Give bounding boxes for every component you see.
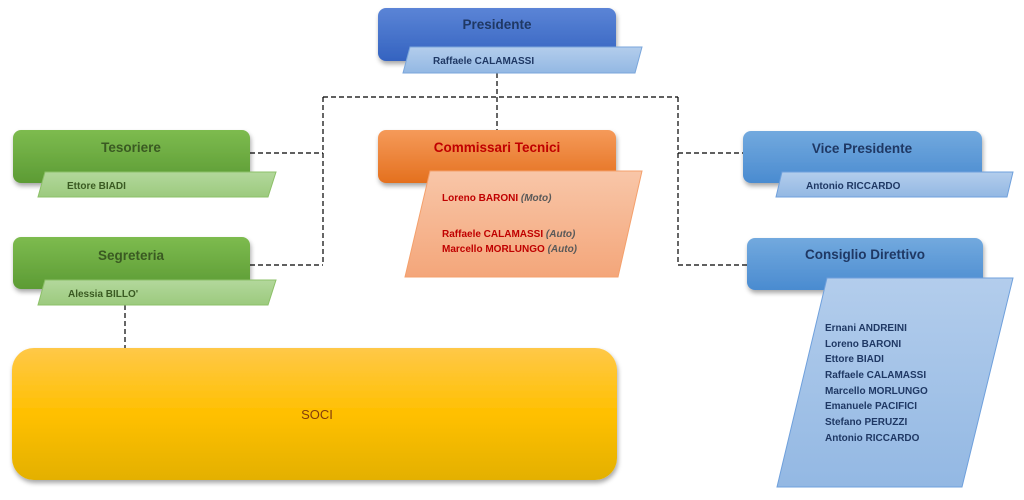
node-president: Presidente Raffaele CALAMASSI xyxy=(378,8,643,74)
vice-president-name: Antonio RICCARDO xyxy=(806,181,901,192)
commissioner-category: (Auto) xyxy=(548,244,578,255)
commissioner-category: (Moto) xyxy=(521,193,552,204)
board-member: Ernani ANDREINI xyxy=(825,323,907,334)
treasurer-name-label xyxy=(37,171,277,198)
node-secretariat: Segreteria Alessia BILLO' xyxy=(13,237,277,306)
secretariat-name-label xyxy=(37,279,277,306)
president-name: Raffaele CALAMASSI xyxy=(433,56,534,67)
node-technical-commissioners: Commissari Tecnici Loreno BARONI (Moto) … xyxy=(378,130,643,278)
secretariat-box xyxy=(13,237,250,289)
board-members-label xyxy=(776,277,1014,488)
commissioner-entry: Marcello MORLUNGO (Auto) xyxy=(442,244,578,255)
board-title: Consiglio Direttivo xyxy=(805,247,925,262)
node-board: Consiglio Direttivo Ernani ANDREINI Lore… xyxy=(747,238,1014,488)
vice-president-name-label xyxy=(775,171,1014,198)
board-member: Emanuele PACIFICI xyxy=(825,401,917,412)
node-vice-president: Vice Presidente Antonio RICCARDO xyxy=(743,131,1014,198)
members-box xyxy=(12,348,617,480)
commissioner-entry: Raffaele CALAMASSI (Auto) xyxy=(442,229,576,240)
board-member: Stefano PERUZZI xyxy=(825,417,907,428)
board-member: Ettore BIADI xyxy=(825,354,884,365)
commissioners-members-label xyxy=(404,170,643,278)
secretariat-title: Segreteria xyxy=(98,248,165,263)
secretariat-name: Alessia BILLO' xyxy=(68,289,138,300)
commissioner-name: Raffaele CALAMASSI xyxy=(442,229,543,240)
commissioners-title: Commissari Tecnici xyxy=(434,140,561,155)
board-member: Marcello MORLUNGO xyxy=(825,386,928,397)
president-title: Presidente xyxy=(462,17,532,32)
node-treasurer: Tesoriere Ettore BIADI xyxy=(13,130,277,198)
commissioner-category: (Auto) xyxy=(546,229,576,240)
node-members: SOCI xyxy=(12,348,617,480)
board-member: Antonio RICCARDO xyxy=(825,433,920,444)
commissioner-entry: Loreno BARONI (Moto) xyxy=(442,193,552,204)
commissioner-name: Loreno BARONI xyxy=(442,193,518,204)
board-box xyxy=(747,238,983,290)
vice-president-title: Vice Presidente xyxy=(812,141,913,156)
commissioner-name: Marcello MORLUNGO xyxy=(442,244,545,255)
vice-president-box xyxy=(743,131,982,183)
connectors xyxy=(124,73,747,348)
treasurer-title: Tesoriere xyxy=(101,140,161,155)
board-member: Loreno BARONI xyxy=(825,339,901,350)
treasurer-box xyxy=(13,130,250,183)
president-name-label xyxy=(402,46,643,74)
treasurer-name: Ettore BIADI xyxy=(67,181,126,192)
members-title: SOCI xyxy=(301,407,333,422)
board-member: Raffaele CALAMASSI xyxy=(825,370,926,381)
commissioners-box xyxy=(378,130,616,183)
